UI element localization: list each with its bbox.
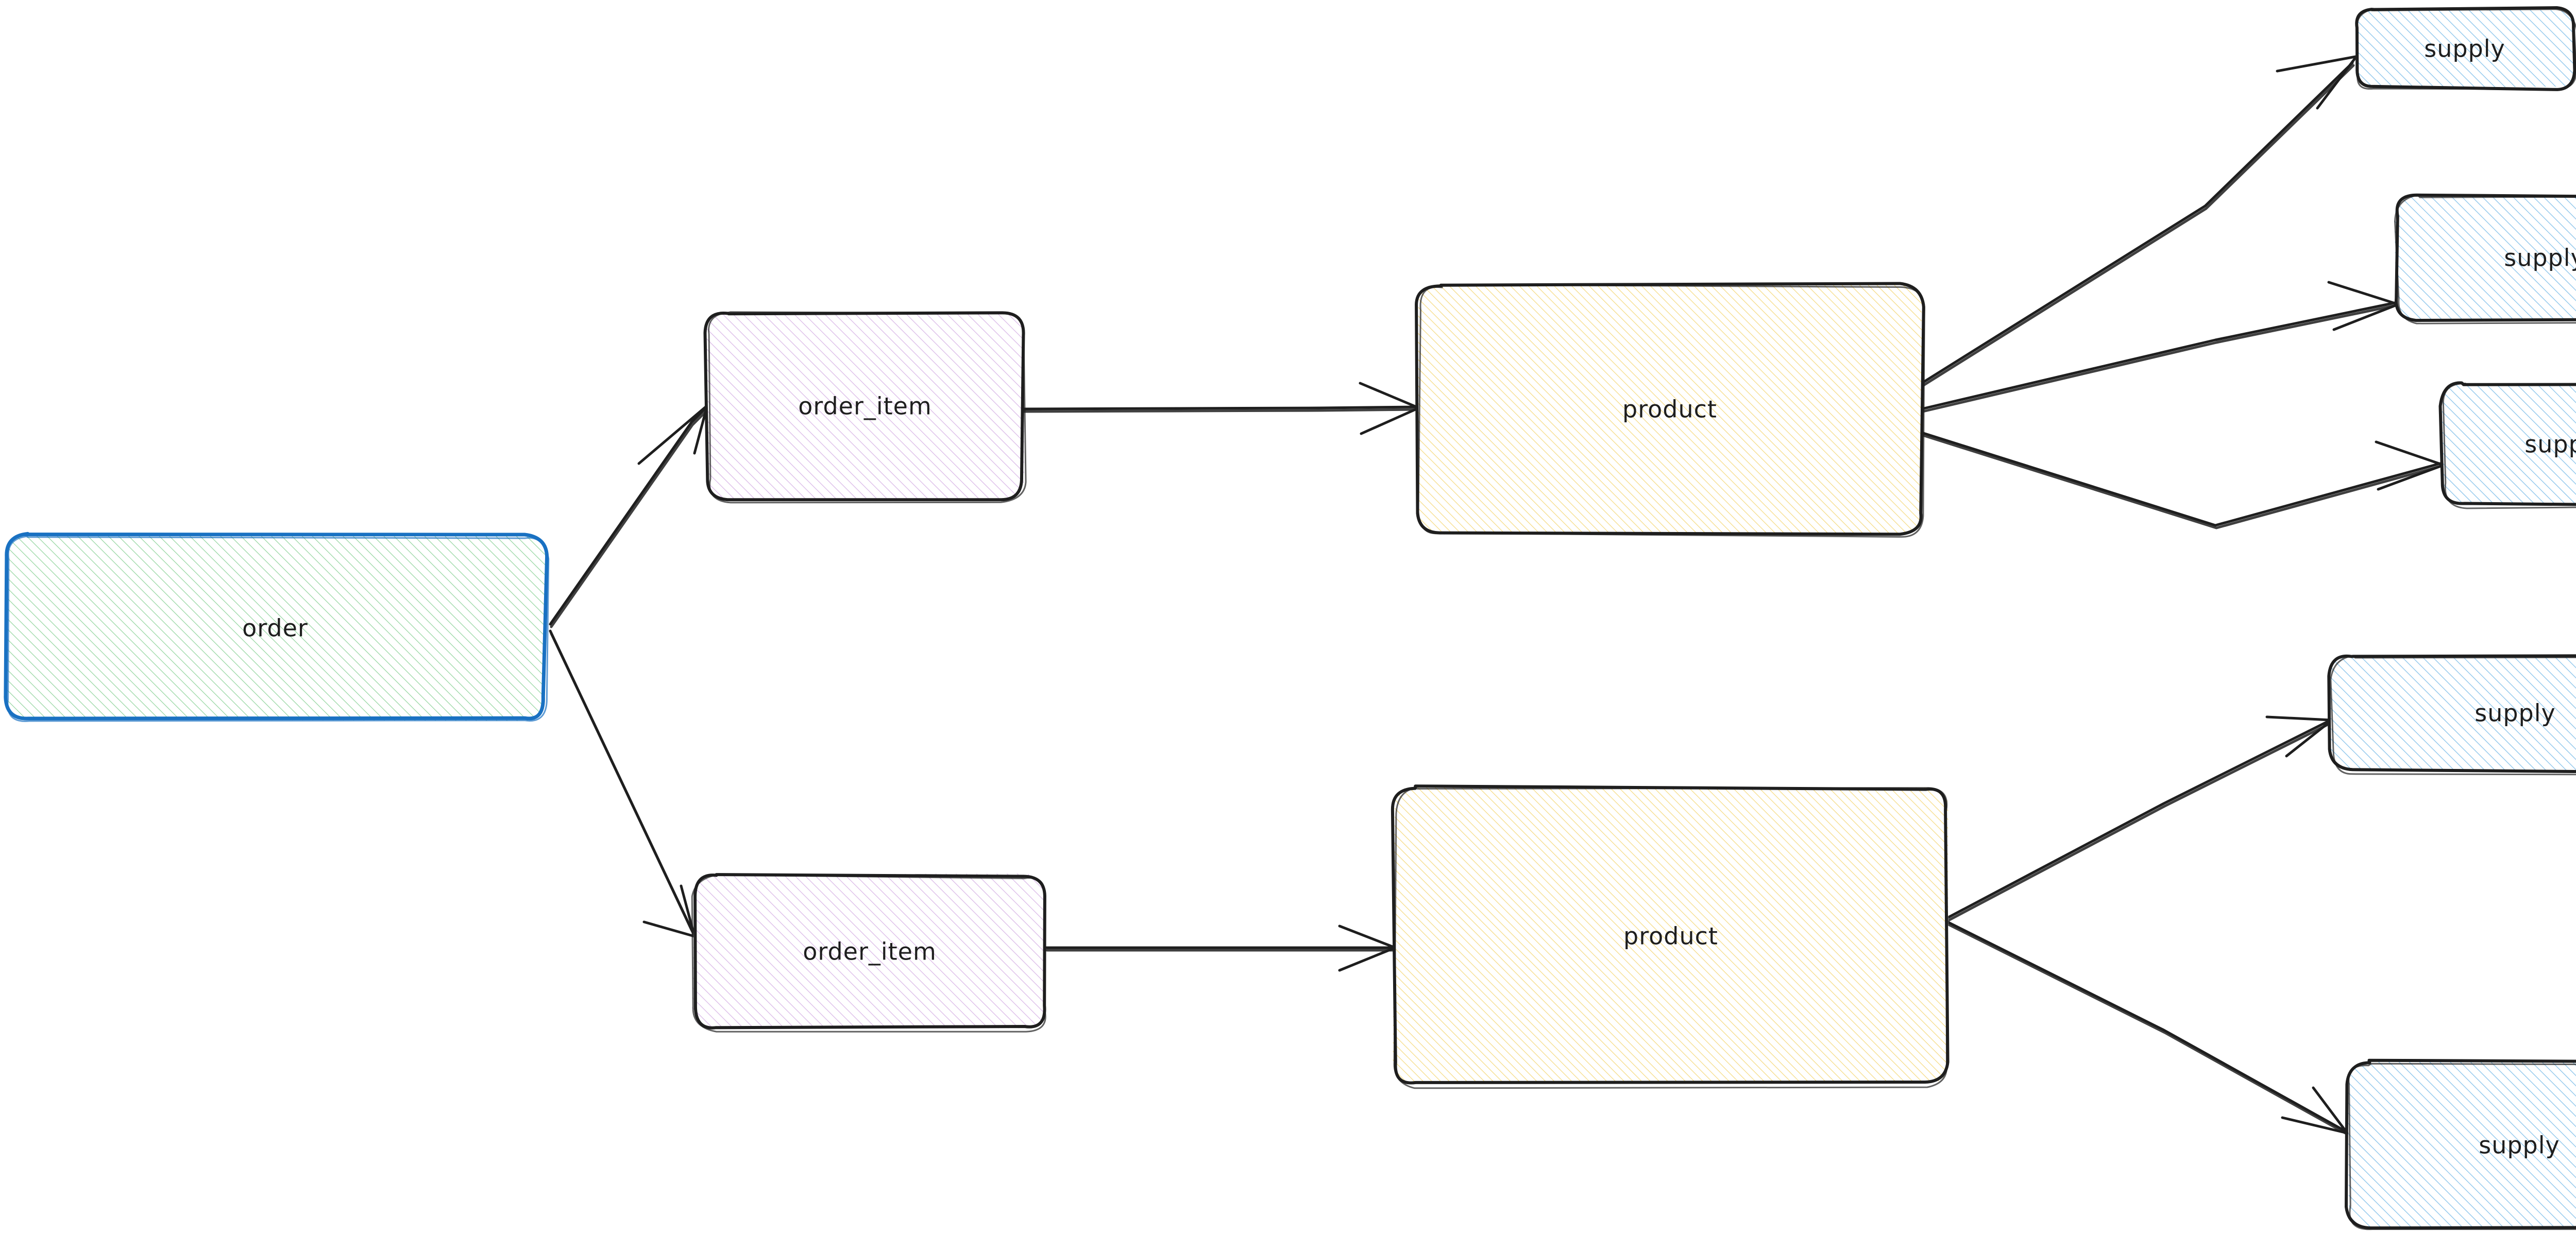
node-supply_5[interactable]: supply [2345,1058,2576,1230]
node-outline-sketch [7,535,550,722]
node-order[interactable]: order [4,532,550,722]
edge-line [1022,405,1419,410]
node-outline [1391,784,1950,1085]
edge-product_top-to-supply_1[interactable] [1920,55,2357,387]
node-label-supply_4: supply [2475,699,2556,727]
node-product_top[interactable]: product [1415,282,1925,538]
node-outline-sketch [1393,787,1948,1089]
node-hatch-fill [2394,195,2576,320]
edge-product_bottom-to-supply_4[interactable] [1946,715,2332,922]
node-outline-sketch [2442,382,2576,509]
edge-line [1920,301,2396,410]
node-product_bottom[interactable]: product [1391,784,1950,1089]
node-outline-sketch [708,311,1027,504]
node-hatch-fill [692,873,1046,1029]
node-hatch-fill [2348,1060,2576,1228]
arrowhead-icon [2281,1086,2349,1135]
node-outline [2327,654,2576,774]
node-outline-sketch [2356,8,2576,90]
node-supply_3[interactable]: supply [2438,381,2576,509]
node-outline-sketch [2394,194,2576,324]
edge-order_item_top-to-product_top[interactable] [1022,382,1420,435]
arrowhead-icon [637,404,708,465]
node-hatch-fill [2355,9,2574,89]
node-supply_4[interactable]: supply [2327,654,2576,776]
edge-line-sketch [1947,722,2331,922]
node-outline-sketch [1417,284,1925,538]
node-supply_2[interactable]: supply [2394,193,2576,324]
node-label-product_bottom: product [1623,922,1718,950]
edge-layer [549,55,2444,1135]
node-hatch-fill [1416,283,1923,535]
edge-line-sketch [1921,304,2397,413]
node-label-order: order [242,614,308,642]
arrowhead-icon [1338,924,1397,972]
node-label-supply_1: supply [2424,35,2505,63]
node-label-product_top: product [1622,396,1717,423]
node-label-order_item_top: order_item [798,392,932,420]
edge-line-sketch [1921,64,2355,387]
node-supply_1[interactable]: supply [2355,6,2576,91]
node-label-supply_5: supply [2479,1132,2560,1159]
node-hatch-fill [2329,655,2576,771]
edge-line-sketch [1921,434,2443,529]
edge-line-sketch [550,632,696,937]
arrowhead-icon [2327,281,2398,331]
node-layer: orderorder_itemorder_itemproductproducts… [4,6,2576,1230]
node-hatch-fill [1393,787,1948,1083]
node-order_item_bottom[interactable]: order_item [691,873,1046,1033]
edge-product_bottom-to-supply_5[interactable] [1946,920,2349,1135]
edge-order-to-order_item_bottom[interactable] [549,629,696,938]
arrowhead-icon [642,884,696,938]
node-label-supply_2: supply [2504,244,2576,272]
edge-order-to-order_item_top[interactable] [549,404,709,628]
node-hatch-fill [4,535,546,721]
edge-line [1920,431,2442,527]
node-outline-sketch [691,874,1046,1033]
edge-product_top-to-supply_3[interactable] [1920,431,2444,529]
edge-line-sketch [550,408,709,628]
node-outline-sketch [2348,1063,2576,1230]
arrowhead-icon [2375,440,2444,491]
arrowhead-icon [2265,715,2332,758]
node-outline [2438,381,2576,506]
node-order_item_top[interactable]: order_item [703,311,1027,504]
edge-order_item_bottom-to-product_bottom[interactable] [1044,924,1397,972]
edge-line [1920,61,2354,385]
node-label-order_item_bottom: order_item [803,938,937,966]
edge-line [1946,720,2330,919]
edge-product_top-to-supply_2[interactable] [1920,281,2398,413]
node-hatch-fill [706,311,1024,500]
node-hatch-fill [2442,383,2576,505]
edge-line-sketch [1947,923,2348,1135]
node-label-supply_3: supply [2524,431,2576,458]
node-outline-sketch [2330,655,2576,776]
edge-line-sketch [1023,408,1420,413]
arrowhead-icon [2276,55,2357,110]
arrowhead-icon [1359,382,1420,435]
edge-line [549,405,708,626]
edge-line [1946,920,2347,1133]
